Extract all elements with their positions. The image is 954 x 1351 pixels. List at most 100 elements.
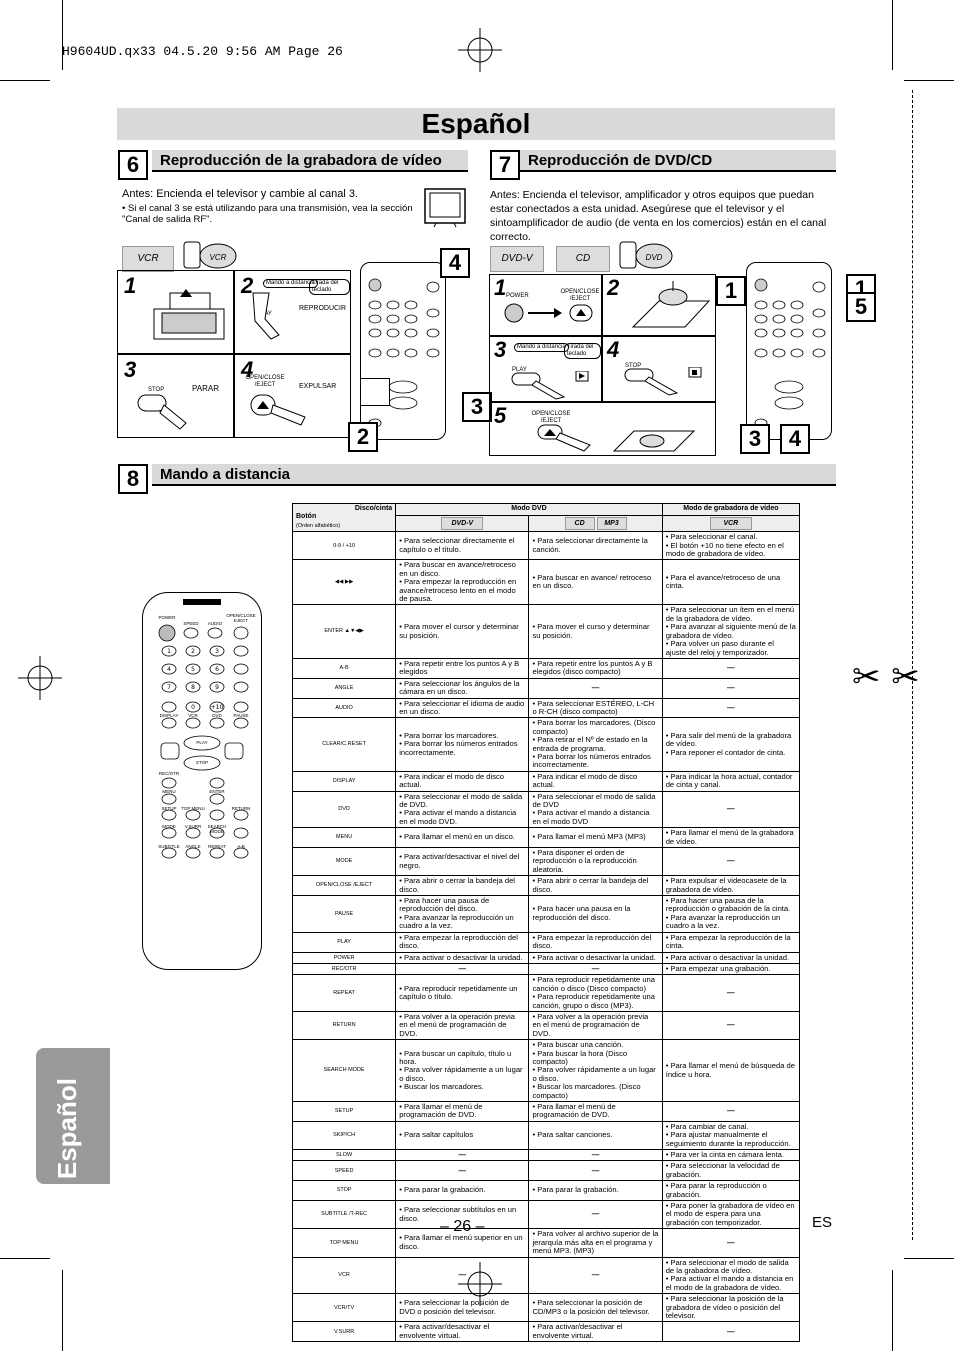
table-cell-vcr: • Para indicar la hora actual, contador …	[661, 770, 801, 792]
cell-text: —	[458, 1270, 467, 1280]
cell-text: DVD	[338, 806, 350, 813]
table-cell-btn: SETUP	[291, 1101, 397, 1122]
cell-text: • Para empezar la reproducción del disco…	[532, 932, 652, 951]
table-cell-dvd: —	[395, 1256, 530, 1295]
vcr-bullet: • Si el canal 3 se está utilizando para …	[122, 203, 413, 225]
svg-text:DVD: DVD	[646, 253, 663, 262]
svg-text:VCR: VCR	[210, 253, 227, 262]
vcr-step-2: 2 Mando a distancia Tirada del teclado P…	[234, 270, 351, 354]
table-row: TOP MENU• Para llamar el menú superior e…	[291, 1228, 801, 1258]
table-cell-btn: VCR/TV	[291, 1293, 397, 1323]
cell-text: • Para llamar el menú de programación de…	[399, 1102, 483, 1120]
cell-text: VCR/TV	[334, 1304, 355, 1311]
table-cell-btn: DVD	[291, 790, 397, 829]
table-cell-dvd: • Para activar/desactivar el envolvente …	[395, 1321, 530, 1343]
cell-text: • Para el avance/retroceso de una cinta.	[665, 573, 781, 591]
svg-text:3: 3	[215, 648, 219, 655]
cell-text: • Para seleccionar la posición de la gra…	[665, 1294, 784, 1320]
cell-text: SLOW	[336, 1152, 353, 1159]
cell-text: RETURN	[332, 1022, 356, 1029]
table-cell-cd: • Para seleccionar ESTÉREO, L-CH o R-CH …	[528, 697, 663, 719]
table-cell-cd: • Para indicar el modo de disco actual.	[528, 770, 663, 792]
cell-text: • Para seleccionar el idioma de audio en…	[399, 698, 525, 716]
cell-text: • Para poner la grabadora de vídeo en el…	[665, 1201, 795, 1227]
cell-text: • Para seleccionar directamente la canci…	[532, 536, 648, 554]
table-cell-vcr: • Para seleccionar la velocidad de graba…	[661, 1160, 801, 1182]
table-cell-dvd: • Para mover el cursor y determinar su p…	[395, 604, 530, 659]
cell-text: • Para saltar capítulos	[399, 1130, 474, 1140]
language-code: ES	[812, 1214, 833, 1231]
remote-buttons-icon	[754, 278, 826, 428]
table-cell-dvd: • Para seleccionar la posición de DVD o …	[395, 1293, 530, 1323]
table-row: SKIP/CH• Para saltar capítulos• Para sal…	[291, 1120, 801, 1151]
cell-text: • Para volver a la operación previa en e…	[532, 1011, 649, 1038]
vcr-mini-remote	[360, 262, 446, 440]
table-header-vcr-mode: Modo de grabadora de vídeo	[661, 503, 801, 516]
cell-text: • Para seleccionar ESTÉREO, L-CH o R-CH …	[532, 698, 655, 716]
cell-text: • Para buscar una canción. • Para buscar…	[532, 1040, 656, 1100]
cell-text: • Para borrar los marcadores. (Disco com…	[532, 718, 656, 770]
cell-text: • Para seleccionar la posición de CD/MP3…	[532, 1298, 650, 1316]
svg-text:2: 2	[191, 648, 195, 655]
page-number: – 26 –	[440, 1218, 485, 1235]
crop-mark	[62, 0, 63, 70]
svg-text:5: 5	[191, 666, 195, 673]
cell-text: REC/OTR	[331, 965, 357, 972]
table-cell-btn: SEARCH MODE	[291, 1039, 397, 1102]
svg-text:6: 6	[215, 666, 219, 673]
table-cell-btn: PLAY	[291, 931, 397, 953]
table-cell-btn: ANGLE	[291, 677, 397, 699]
cell-text: —	[727, 682, 735, 692]
dvd-disc-icon: DVD	[619, 241, 673, 269]
cell-text: CLEAR/C.RESET	[322, 741, 366, 748]
cell-text: • Para llamar el menú MP3 (MP3)	[532, 832, 646, 842]
table-row: MODE• Para activar/desactivar el nivel d…	[291, 847, 801, 877]
stop-press-icon	[137, 394, 187, 430]
section-title-remote: Mando a distancia	[152, 464, 836, 486]
table-cell-vcr: —	[661, 790, 801, 829]
cell-text: SETUP	[334, 1108, 354, 1115]
dvd-mini-remote	[746, 262, 832, 440]
cell-text: • Para volver a la operación previa en e…	[399, 1011, 515, 1038]
cell-text: —	[591, 682, 600, 692]
table-cell-btn: ◀◀ ▶▶	[291, 559, 397, 606]
table-cell-dvd: • Para indicar el modo de disco actual.	[395, 770, 530, 792]
section-number-6: 6	[118, 150, 148, 180]
table-cell-btn: MODE	[291, 847, 397, 877]
table-row: REPEAT• Para reproducir repetidamente un…	[291, 974, 801, 1012]
table-cell-cd: • Para llamar el menú de programación de…	[528, 1101, 663, 1122]
cell-text: —	[727, 856, 735, 866]
table-row: 0-9 / +10• Para seleccionar directamente…	[291, 531, 801, 561]
table-row: DVD• Para seleccionar el modo de salida …	[291, 790, 801, 829]
cell-text: • Para disponer el orden de reproducción…	[532, 848, 637, 874]
table-cell-btn: MENU	[291, 827, 397, 849]
section-title-vcr: Reproducción de la grabadora de vídeo	[152, 150, 468, 172]
vcr-disc-icon: VCR	[183, 241, 237, 269]
table-row: VCR——• Para seleccionar el modo de salid…	[291, 1256, 801, 1295]
table-cell-vcr: —	[661, 1321, 801, 1343]
table-cell-btn: SUBTITLE /T-REC	[291, 1200, 397, 1230]
crop-mark	[62, 1270, 63, 1351]
table-row: SPEED——• Para seleccionar la velocidad d…	[291, 1160, 801, 1182]
table-cell-vcr: —	[661, 677, 801, 699]
table-header-dvd-logo: DVD-V	[395, 514, 530, 533]
table-row: RETURN • Para volver a la operación previ…	[291, 1010, 801, 1041]
play-press-icon	[252, 292, 280, 340]
table-cell-cd: • Para activar/desactivar el envolvente …	[528, 1321, 663, 1343]
table-cell-dvd: • Para activar/desactivar el nivel del n…	[395, 847, 530, 877]
table-row: STOP• Para parar la grabación.• Para par…	[291, 1180, 801, 1202]
section-number-7: 7	[490, 150, 520, 180]
table-cell-dvd: • Para abrir o cerrar la bandeja del dis…	[395, 875, 530, 897]
cell-text: • Para mover el cursor y determinar su p…	[399, 622, 519, 640]
table-row: SUBTITLE /T-REC• Para seleccionar subtít…	[291, 1200, 801, 1230]
table-cell-vcr: • Para seleccionar el modo de salida de …	[661, 1256, 801, 1295]
cell-text: —	[458, 963, 467, 973]
table-cell-btn: VCR	[291, 1256, 397, 1295]
play-button-icon	[511, 371, 589, 400]
cell-text: • Para seleccionar los ángulos de la cám…	[399, 678, 520, 697]
table-cell-btn: A-B	[291, 657, 397, 679]
page-title-bar: Español	[117, 108, 835, 140]
cell-text: • Para reproducir repetidamente una canc…	[532, 975, 655, 1010]
cell-text: SEARCH MODE	[323, 1067, 365, 1074]
